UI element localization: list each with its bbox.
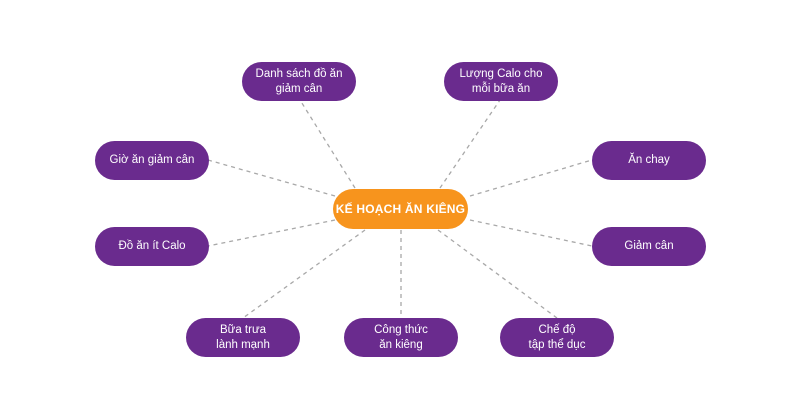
node-an-chay: Ăn chay: [592, 141, 706, 180]
connector-do-an-it-calo: [207, 219, 336, 247]
connector-che-do: [437, 229, 558, 319]
node-luong-calo: Lượng Calo cho mỗi bữa ăn: [444, 62, 558, 101]
connector-luong-calo: [439, 99, 501, 189]
connector-danh-sach: [299, 99, 356, 189]
node-che-do: Chế độ tập thể dục: [500, 318, 614, 357]
connector-giam-can: [469, 219, 593, 247]
node-giam-can: Giảm cân: [592, 227, 706, 266]
node-danh-sach-do-an: Danh sách đồ ăn giảm cân: [242, 62, 356, 101]
connector-bua-trua: [242, 229, 366, 319]
node-gio-an-giam-can: Giờ ăn giảm cân: [95, 141, 209, 180]
node-cong-thuc: Công thức ăn kiêng: [344, 318, 458, 357]
node-do-an-it-calo: Đồ ăn ít Calo: [95, 227, 209, 266]
connector-gio-an: [207, 159, 336, 197]
connector-an-chay: [469, 159, 593, 197]
node-bua-trua: Bữa trưa lành mạnh: [186, 318, 300, 357]
center-node-diet-plan: KẾ HOẠCH ĂN KIÊNG: [333, 189, 468, 229]
